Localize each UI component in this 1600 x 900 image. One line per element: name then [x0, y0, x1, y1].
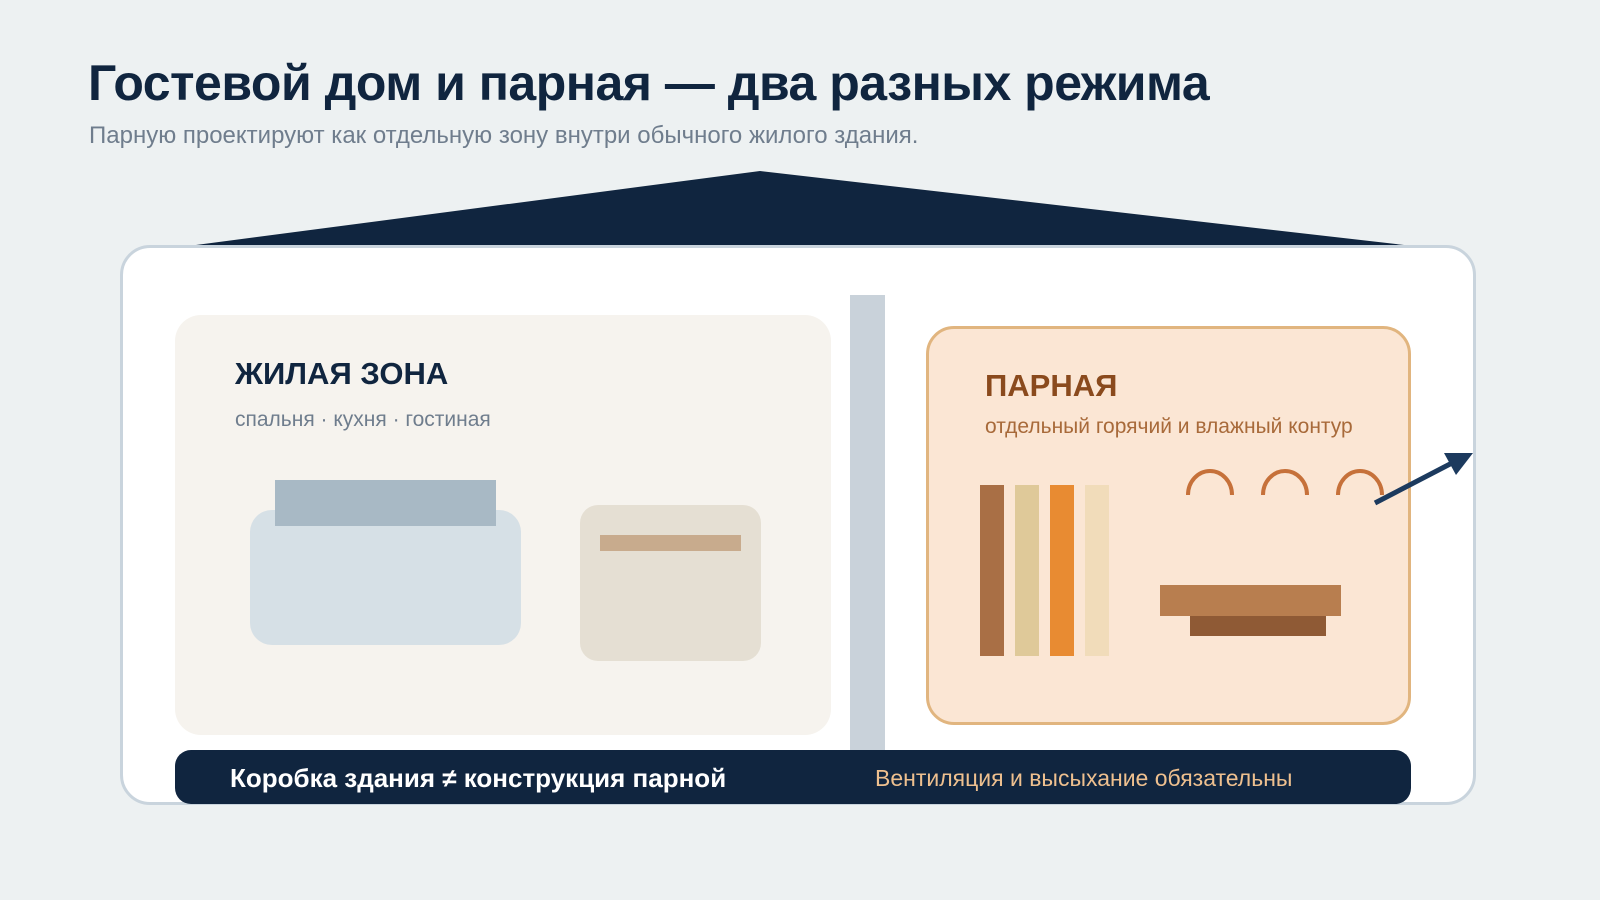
footer-right-text: Вентиляция и высыхание обязательны: [875, 765, 1293, 791]
ventilation-arrow-icon: [1373, 453, 1473, 506]
steam-room-subtitle: отдельный горячий и влажный контур: [985, 415, 1353, 438]
living-zone-subtitle: спальня · кухня · гостиная: [235, 408, 491, 431]
steam-room-title: ПАРНАЯ: [985, 368, 1118, 403]
steam-icon: [1186, 469, 1384, 496]
living-zone-title: ЖИЛАЯ ЗОНА: [235, 356, 449, 391]
page-subtitle: Парную проектируют как отдельную зону вн…: [89, 122, 919, 149]
page-title: Гостевой дом и парная — два разных режим…: [88, 55, 1210, 111]
cabinet-icon: [580, 505, 761, 661]
bench-icon: [1160, 585, 1341, 636]
steam-room-panel: [926, 326, 1411, 725]
footer-left-text: Коробка здания ≠ конструкция парной: [230, 763, 727, 793]
roof-icon: [196, 171, 1404, 245]
partition-wall: [850, 295, 885, 750]
wood-planks-icon: [980, 485, 1109, 656]
bed-icon: [250, 480, 521, 645]
footer-bar: [175, 750, 1411, 804]
